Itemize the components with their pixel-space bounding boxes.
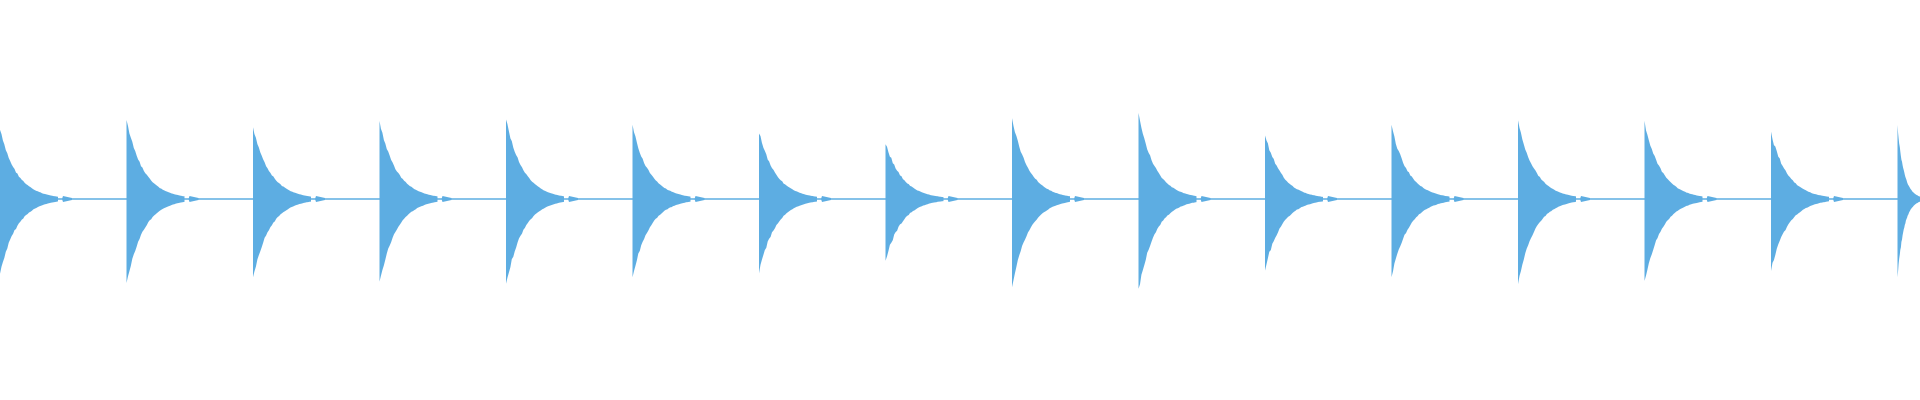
waveform-burst [1771, 131, 1829, 273]
waveform-burst [1518, 119, 1576, 286]
waveform-burst [253, 124, 311, 281]
waveform-blip [188, 196, 199, 202]
waveform-burst [1138, 112, 1197, 293]
waveform-blip [1327, 196, 1337, 202]
waveform-blip [1200, 196, 1211, 202]
waveform-blip [821, 196, 831, 202]
waveform-burst [126, 118, 185, 287]
waveform-blip [441, 196, 452, 202]
waveform-burst [1265, 132, 1323, 273]
waveform-burst [1644, 120, 1703, 285]
waveform-burst [759, 129, 817, 275]
waveform-blip [1706, 196, 1717, 202]
waveform-burst [632, 124, 691, 281]
waveform-blip [947, 196, 958, 202]
waveform-blip [568, 196, 578, 202]
waveform-burst [1012, 117, 1070, 289]
waveform-blip [62, 196, 72, 202]
waveform-burst [506, 117, 564, 289]
waveform-blip [315, 196, 325, 202]
waveform-blip [1453, 196, 1464, 202]
waveform-blip [1580, 196, 1590, 202]
waveform-burst [0, 127, 58, 277]
waveform-blip [1074, 196, 1084, 202]
waveform-burst [1897, 124, 1920, 281]
waveform-burst [885, 140, 944, 263]
waveform-pulses [0, 112, 1920, 293]
waveform-burst [379, 119, 438, 286]
waveform-burst [1391, 124, 1450, 281]
waveform-blip [694, 196, 705, 202]
waveform-blip [1833, 196, 1843, 202]
